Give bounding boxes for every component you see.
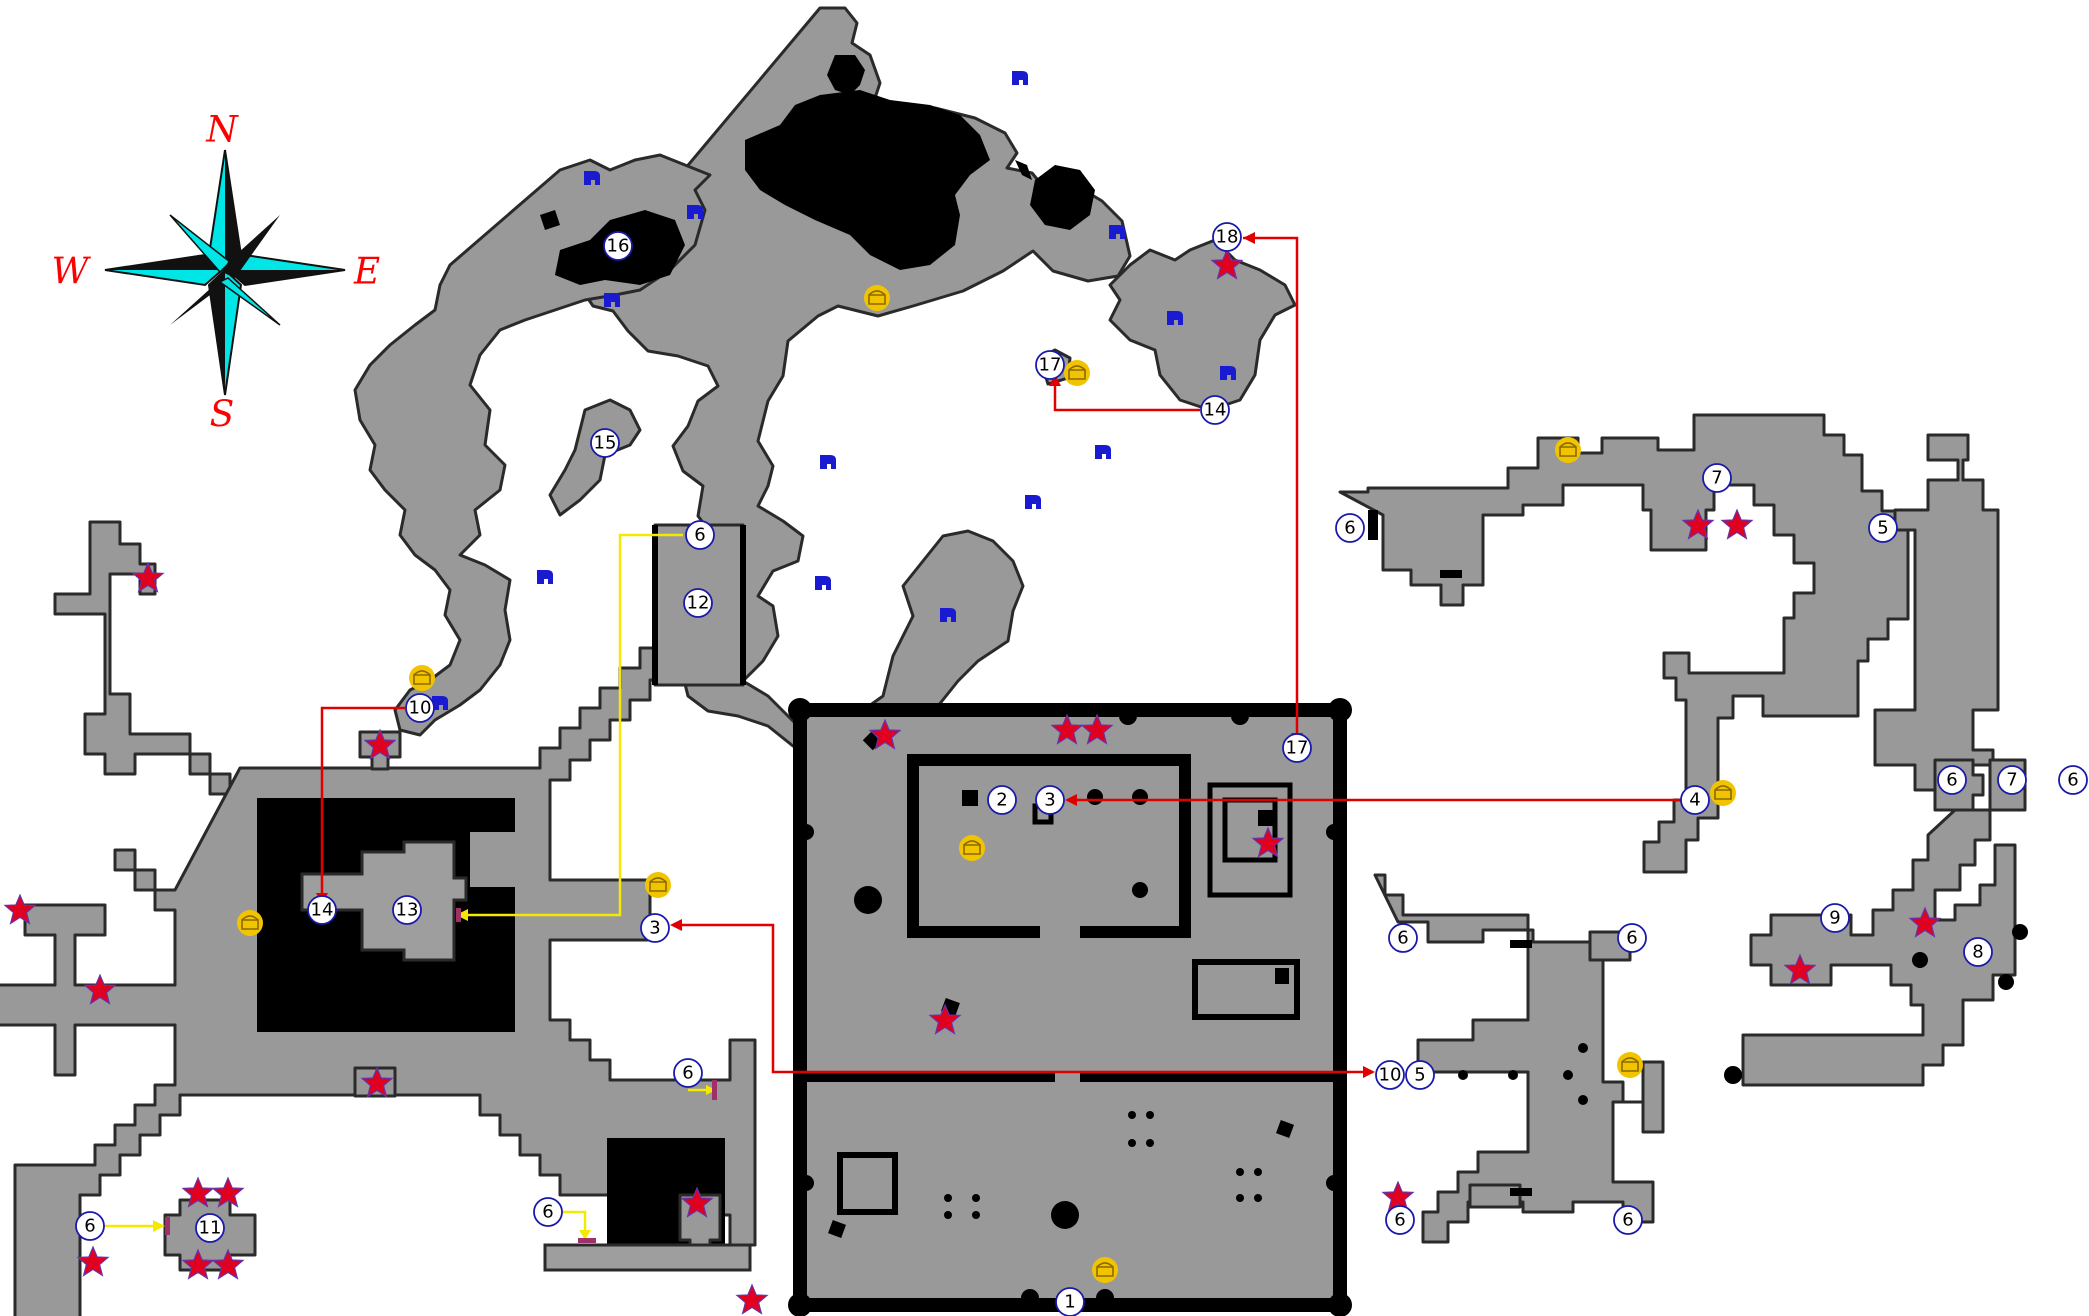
svg-text:6: 6	[1344, 518, 1355, 539]
marker-14-north: 14	[1200, 395, 1230, 425]
svg-text:6: 6	[1626, 928, 1637, 949]
marker-3-fortress: 3	[1035, 785, 1065, 815]
compass-north-label: N	[205, 110, 239, 151]
svg-text:5: 5	[1877, 518, 1888, 539]
marker-14-west: 14	[307, 895, 337, 925]
marker-10-west: 10	[405, 693, 435, 723]
treasure-chest-icon	[236, 909, 264, 937]
svg-text:4: 4	[1689, 790, 1700, 811]
marker-6-south-b: 6	[533, 1197, 563, 1227]
star-icon	[77, 1246, 109, 1277]
treasure-chest-icon	[958, 834, 986, 862]
treasure-chest-icon	[408, 664, 436, 692]
star-icon	[736, 1284, 768, 1315]
compass-rose-icon: N S W E	[51, 110, 380, 436]
svg-text:6: 6	[84, 1216, 95, 1237]
travel-links	[100, 232, 1685, 1243]
treasure-chest-icon	[1709, 779, 1737, 807]
marker-8: 8	[1963, 937, 1993, 967]
marker-7-north: 7	[1702, 463, 1732, 493]
marker-5-south: 5	[1405, 1060, 1435, 1090]
marker-16: 16	[603, 231, 633, 261]
svg-text:14: 14	[1204, 400, 1227, 421]
marker-1: 1	[1055, 1287, 1085, 1316]
svg-text:6: 6	[694, 525, 705, 546]
marker-5-north: 5	[1868, 513, 1898, 543]
svg-text:10: 10	[409, 698, 432, 719]
svg-text:6: 6	[1397, 928, 1408, 949]
marker-6-room12: 6	[685, 520, 715, 550]
marker-6-cross-sw: 6	[1385, 1205, 1415, 1235]
enemy-icon	[815, 576, 831, 590]
svg-text:15: 15	[594, 433, 617, 454]
svg-text:6: 6	[542, 1202, 553, 1223]
treasure-chest-icon	[863, 284, 891, 312]
enemy-icon	[1095, 445, 1111, 459]
marker-6-east-wing: 6	[1335, 513, 1365, 543]
svg-text:12: 12	[687, 593, 710, 614]
svg-text:17: 17	[1286, 738, 1309, 759]
compass-east-label: E	[353, 252, 380, 293]
marker-6-east-right: 6	[2058, 765, 2088, 795]
enemy-icon	[537, 570, 553, 584]
svg-text:10: 10	[1379, 1065, 1402, 1086]
marker-2: 2	[987, 785, 1017, 815]
marker-15: 15	[590, 428, 620, 458]
svg-text:3: 3	[649, 918, 660, 939]
marker-17-fortress: 17	[1282, 733, 1312, 763]
svg-text:3: 3	[1044, 790, 1055, 811]
west-temple-area	[0, 520, 757, 1316]
svg-text:8: 8	[1972, 942, 1983, 963]
svg-text:5: 5	[1414, 1065, 1425, 1086]
marker-6-east-left: 6	[1937, 765, 1967, 795]
marker-3-west: 3	[640, 913, 670, 943]
svg-text:16: 16	[607, 236, 630, 257]
treasure-chest-icon	[1554, 436, 1582, 464]
marker-6-cross-ne: 6	[1617, 923, 1647, 953]
star-icon	[1721, 509, 1753, 540]
treasure-chest-icon	[1091, 1256, 1119, 1284]
svg-text:7: 7	[2006, 770, 2017, 791]
marker-7-east: 7	[1997, 765, 2027, 795]
svg-text:6: 6	[682, 1063, 693, 1084]
treasure-chest-icon	[644, 871, 672, 899]
marker-6-cross-nw: 6	[1388, 923, 1418, 953]
east-area	[1338, 413, 2028, 1244]
treasure-chest-icon	[1063, 359, 1091, 387]
marker-10-east: 10	[1375, 1060, 1405, 1090]
enemy-icon	[820, 455, 836, 469]
central-fortress	[788, 698, 1352, 1316]
marker-12: 12	[683, 588, 713, 618]
marker-6-sw: 6	[75, 1211, 105, 1241]
marker-11: 11	[195, 1213, 225, 1243]
svg-text:6: 6	[2067, 770, 2078, 791]
marker-13: 13	[392, 895, 422, 925]
marker-6-cross-se: 6	[1613, 1205, 1643, 1235]
marker-17-north: 17	[1035, 350, 1065, 380]
marker-4: 4	[1680, 785, 1710, 815]
compass-west-label: W	[51, 252, 91, 293]
marker-6-south-a: 6	[673, 1058, 703, 1088]
north-cave-area	[353, 6, 1297, 753]
enemy-icon	[1025, 495, 1041, 509]
svg-text:17: 17	[1039, 355, 1062, 376]
svg-text:9: 9	[1829, 908, 1840, 929]
treasure-chest-icon	[1616, 1051, 1644, 1079]
svg-text:1: 1	[1064, 1292, 1075, 1313]
svg-text:6: 6	[1622, 1210, 1633, 1231]
svg-text:14: 14	[311, 900, 334, 921]
svg-text:11: 11	[199, 1218, 222, 1239]
svg-text:7: 7	[1711, 468, 1722, 489]
marker-18: 18	[1212, 222, 1242, 252]
enemy-icon	[1012, 71, 1028, 85]
svg-text:18: 18	[1216, 227, 1239, 248]
svg-text:13: 13	[396, 900, 419, 921]
svg-text:6: 6	[1394, 1210, 1405, 1231]
compass-south-label: S	[210, 395, 235, 436]
svg-text:2: 2	[996, 790, 1007, 811]
marker-9: 9	[1820, 903, 1850, 933]
svg-text:6: 6	[1946, 770, 1957, 791]
